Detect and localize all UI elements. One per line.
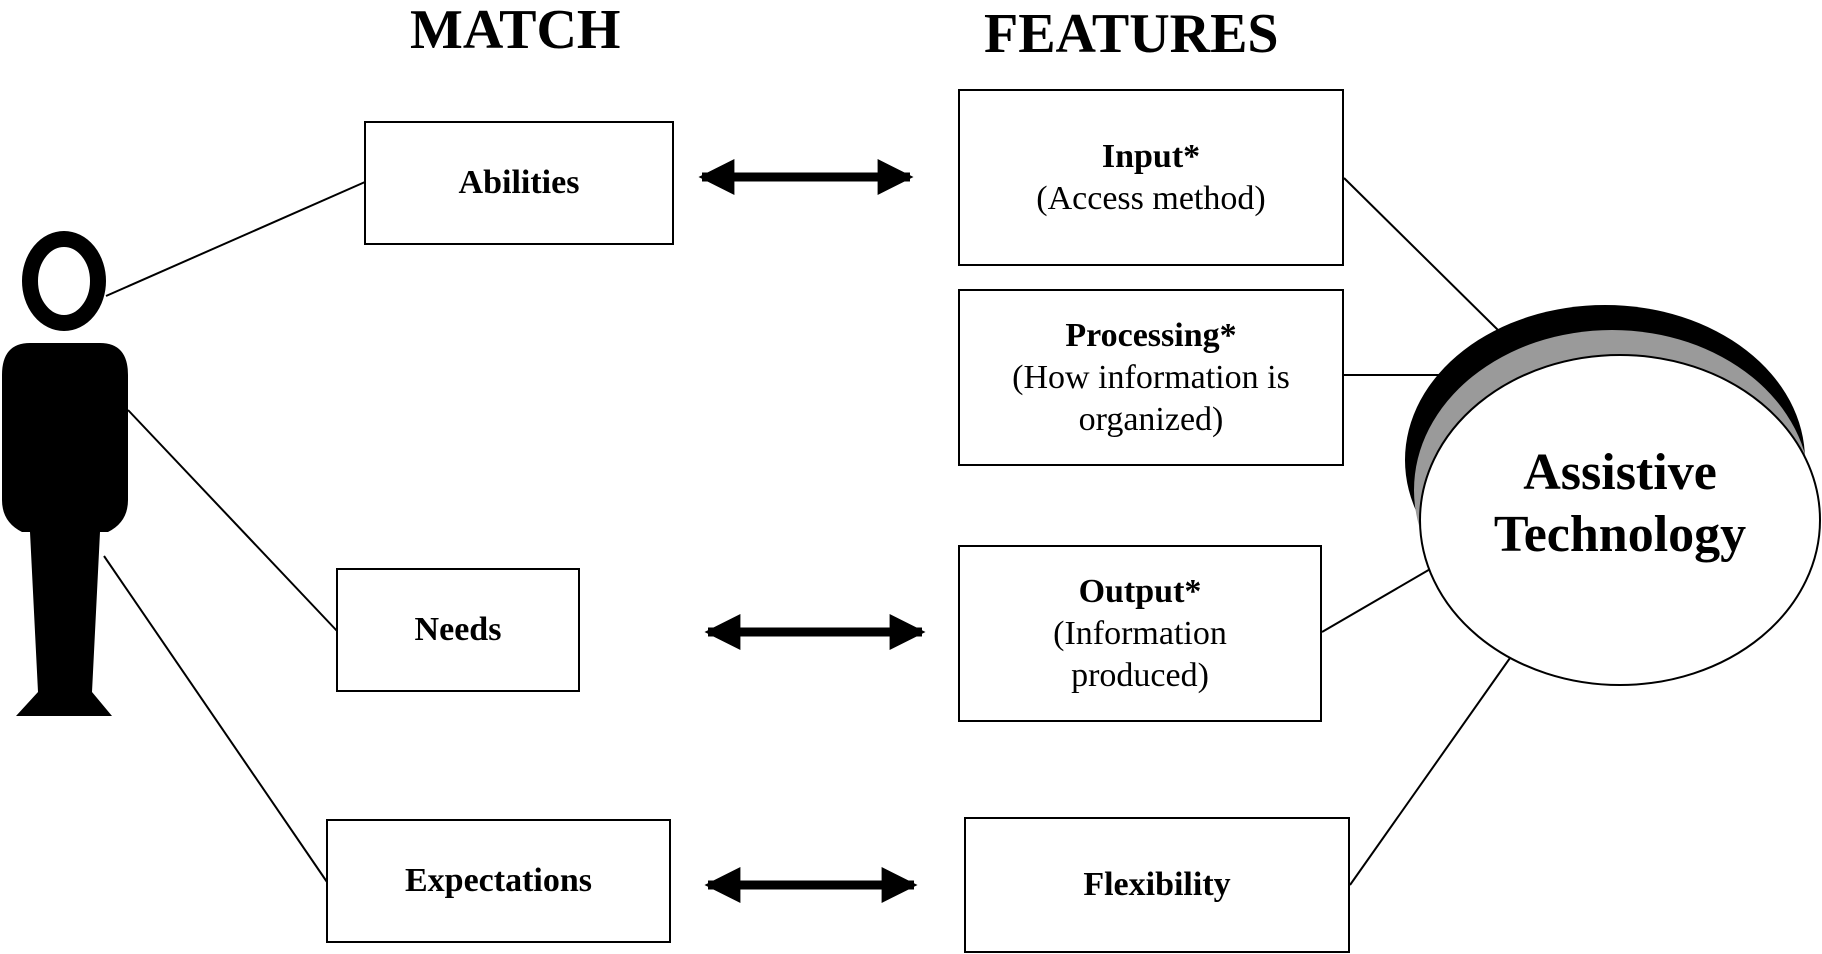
connector-output-technology [1321,567,1433,633]
technology-label: Assistive Technology [1440,442,1800,566]
processing-subtitle-line2: organized) [1078,400,1224,438]
connector-input-technology [1343,177,1501,333]
connector-person-abilities [105,181,366,297]
needs-label: Needs [414,611,502,648]
technology-disc [1405,305,1821,686]
flexibility-title: Flexibility [1083,866,1231,903]
output-box: Output* (Information produced) [958,545,1322,722]
person-icon [2,231,128,716]
output-title: Output* [1078,572,1202,610]
input-box: Input* (Access method) [958,89,1344,266]
match-heading: MATCH [410,0,621,61]
technology-line1: Assistive [1523,444,1717,501]
connector-flexibility-technology [1349,657,1511,886]
connector-person-expectations [103,555,328,883]
output-subtitle-line2: produced) [1071,656,1209,694]
abilities-label: Abilities [458,164,580,201]
connector-person-needs [127,409,339,633]
flexibility-box: Flexibility [964,817,1350,953]
processing-title: Processing* [1065,316,1237,354]
expectations-box: Expectations [326,819,671,943]
processing-subtitle-line1: (How information is [1012,358,1290,396]
output-subtitle-line1: (Information [1053,614,1227,652]
input-subtitle: (Access method) [1036,179,1266,217]
needs-box: Needs [336,568,580,692]
expectations-label: Expectations [405,862,592,899]
processing-box: Processing* (How information is organize… [958,289,1344,466]
abilities-box: Abilities [364,121,674,245]
input-title: Input* [1101,137,1201,175]
features-heading: FEATURES [984,3,1279,65]
technology-line2: Technology [1493,506,1747,563]
